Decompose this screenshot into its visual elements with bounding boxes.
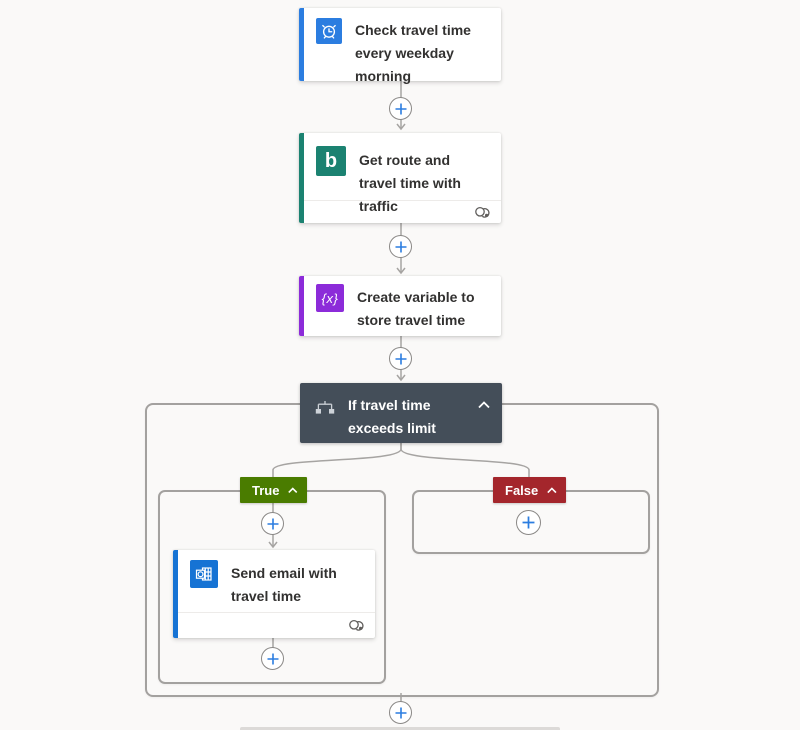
insert-step-button[interactable] [389,347,412,370]
send-email-card-footer [178,612,375,638]
send-email-accent-bar [173,550,178,638]
plus-icon [522,516,535,529]
send-email-card[interactable]: Send email with travel time [173,550,375,638]
plus-icon [395,241,406,252]
plus-icon [267,518,278,529]
condition-card[interactable]: If travel time exceeds limit [300,383,502,443]
create-variable-card[interactable]: {x} Create variable to store travel time [299,276,501,336]
plus-icon [267,653,278,664]
plus-icon [395,103,406,114]
chevron-up-icon [478,401,490,409]
insert-step-button[interactable] [389,235,412,258]
insert-step-button[interactable] [516,510,541,535]
get-route-accent-bar [299,133,304,223]
next-card-edge [240,727,560,730]
trigger-title: Check travel time every weekday morning [355,22,471,84]
trigger-accent-bar [299,8,304,81]
create-variable-title: Create variable to store travel time [357,289,475,328]
insert-step-button[interactable] [261,647,284,670]
insert-step-button[interactable] [261,512,284,535]
bing-glyph: b [324,150,338,172]
condition-title: If travel time exceeds limit [348,397,436,436]
get-route-title: Get route and travel time with traffic [359,152,461,214]
true-branch-badge[interactable]: True [240,477,307,503]
connection-icon [349,619,364,631]
get-route-card[interactable]: b Get route and travel time with traffic [299,133,501,223]
false-branch-label: False [505,482,539,498]
condition-collapse-button[interactable] [474,397,494,413]
outlook-icon [190,560,218,588]
insert-step-button[interactable] [389,97,412,120]
bing-maps-icon: b [316,146,346,176]
get-route-card-footer [304,200,501,223]
plus-icon [395,707,406,718]
false-branch-badge[interactable]: False [493,477,566,503]
create-variable-accent-bar [299,276,304,336]
insert-step-button[interactable] [389,701,412,724]
plus-icon [395,353,406,364]
send-email-title: Send email with travel time [231,565,337,604]
variable-icon: {x} [316,284,344,312]
alarm-clock-icon [316,18,342,44]
true-branch-label: True [252,482,280,498]
trigger-card[interactable]: Check travel time every weekday morning [299,8,501,84]
chevron-up-icon [547,486,557,493]
connection-icon [475,206,490,218]
variable-glyph: {x} [321,290,339,306]
condition-icon [315,401,335,414]
chevron-up-icon [288,486,298,493]
